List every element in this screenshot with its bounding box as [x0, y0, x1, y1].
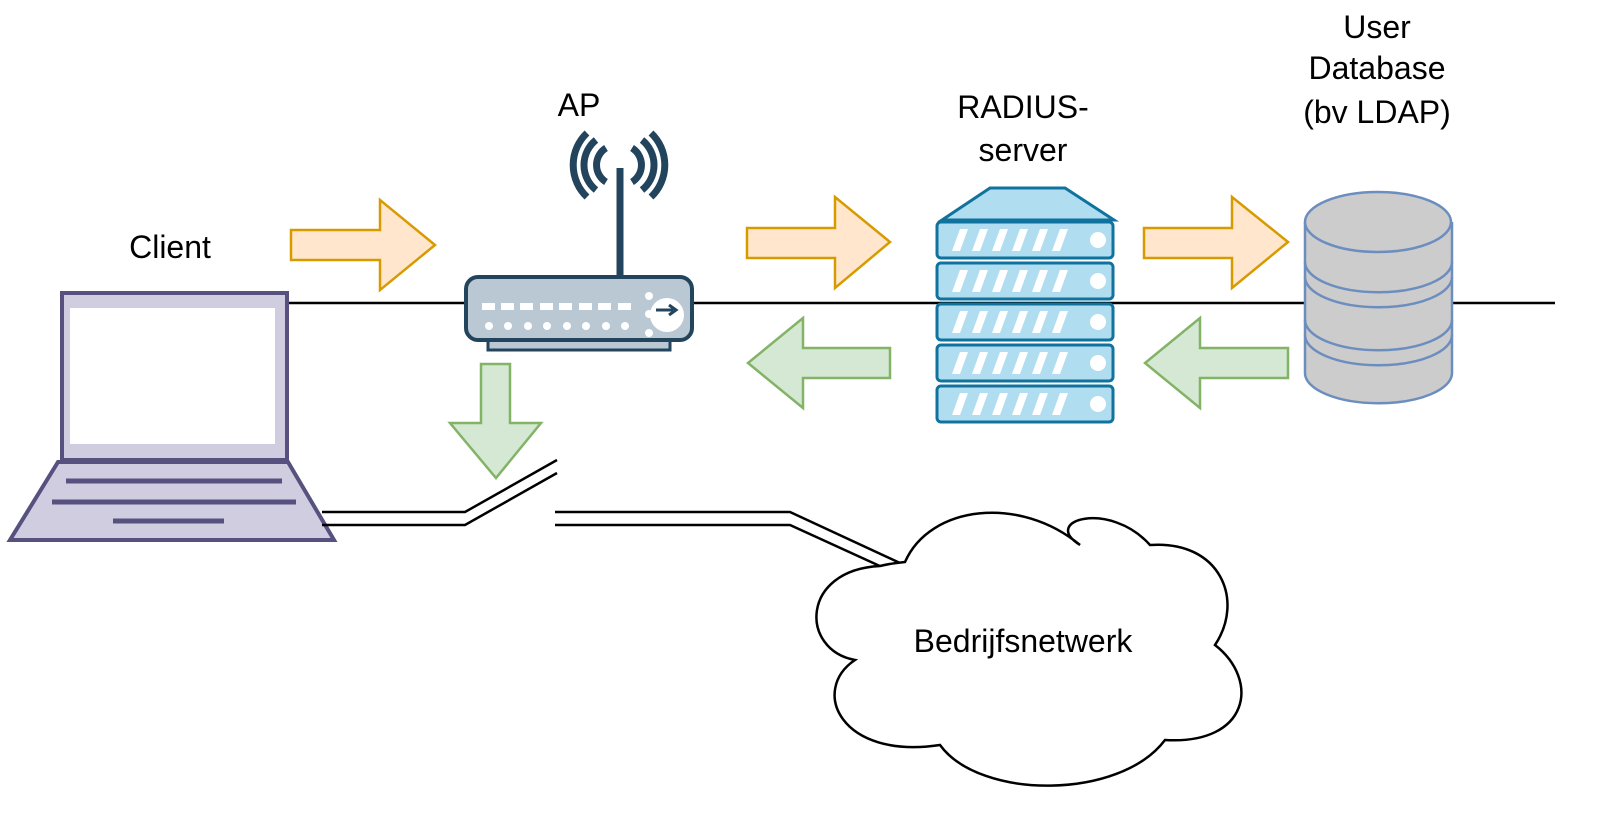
database-icon	[1303, 190, 1454, 405]
arrow-client-to-ap	[289, 197, 437, 293]
arrow-db-to-radius	[1143, 315, 1290, 411]
client-label: Client	[129, 229, 211, 265]
arrow-ap-to-switch	[447, 362, 544, 480]
server-icon	[935, 186, 1120, 424]
request-arrows	[289, 194, 1290, 293]
network-label: Bedrijfsnetwerk	[914, 623, 1134, 659]
radius-label-line1: RADIUS-	[957, 89, 1089, 125]
laptop-icon	[6, 291, 338, 542]
radius-label-line2: server	[979, 132, 1068, 168]
db-label-line2: Database	[1309, 50, 1446, 86]
port-switch	[322, 458, 901, 569]
cloud-shape	[815, 511, 1243, 787]
ap-label: AP	[558, 87, 601, 123]
response-arrows	[447, 315, 1290, 480]
server-unit	[935, 384, 1115, 424]
db-label-line3: (bv LDAP)	[1303, 94, 1451, 130]
access-point-icon	[464, 130, 694, 352]
server-unit	[935, 220, 1115, 260]
server-unit	[935, 302, 1115, 342]
arrow-radius-to-db	[1142, 194, 1290, 291]
server-unit	[935, 261, 1115, 301]
arrow-ap-to-radius	[745, 194, 892, 291]
server-unit	[935, 343, 1115, 383]
db-label-line1: User	[1343, 9, 1411, 45]
arrow-radius-to-ap	[746, 315, 892, 411]
